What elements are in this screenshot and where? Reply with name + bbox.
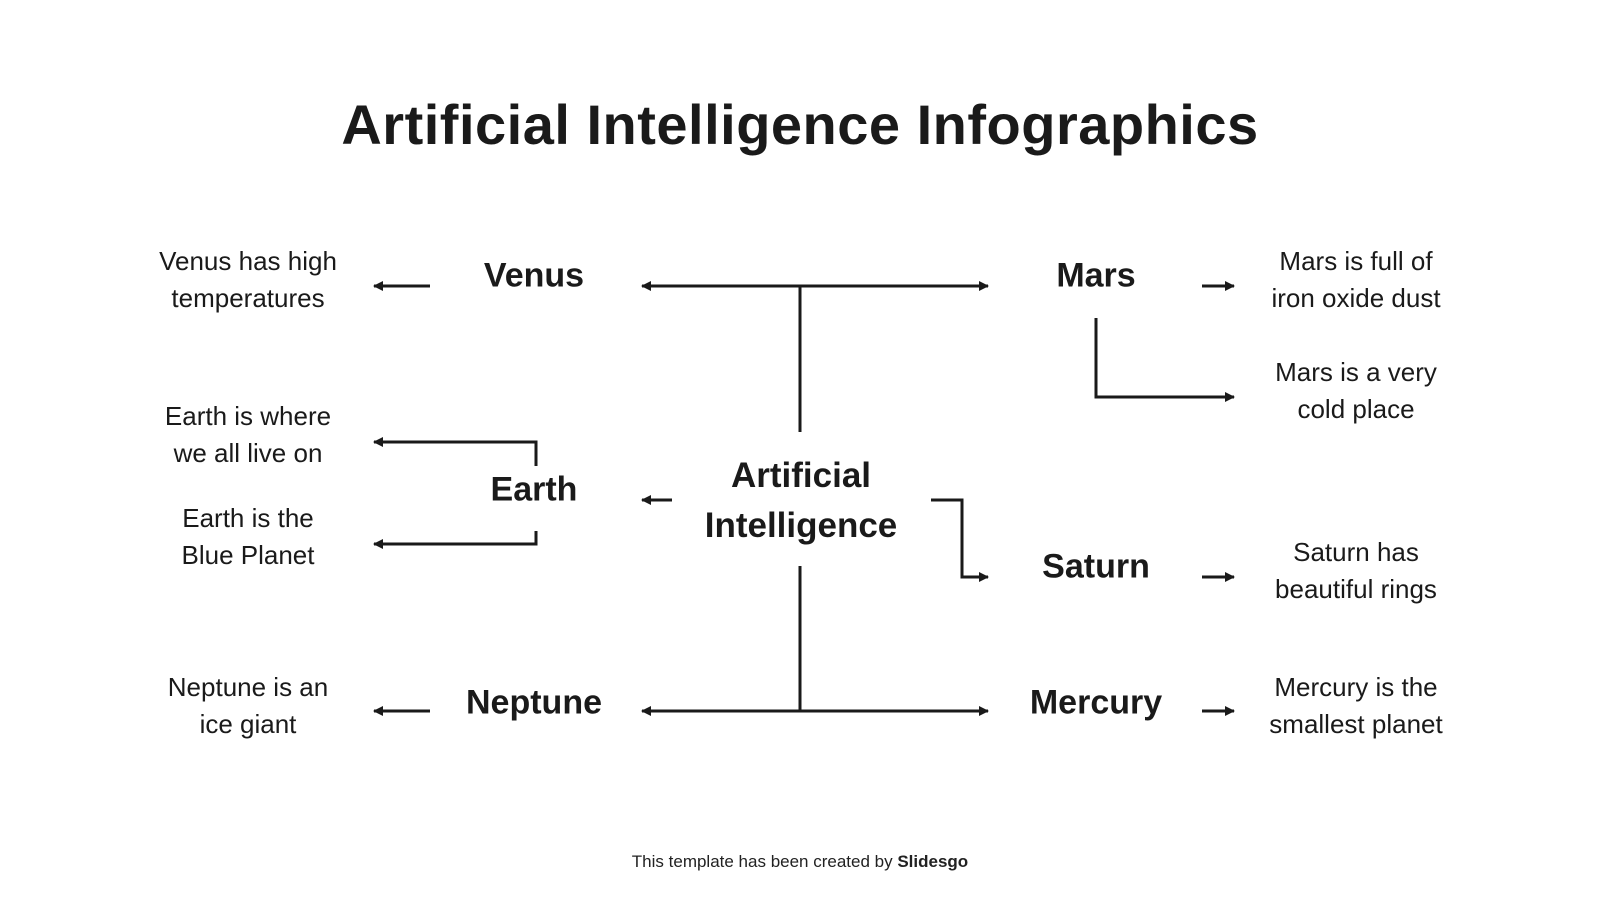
node-venus: Venus (483, 256, 585, 295)
footer-credit: This template has been created by Slides… (631, 852, 969, 871)
center-line-1: Artificial (730, 456, 872, 495)
arrow-mars-desc-2 (1094, 318, 1235, 402)
brand-name: Slidesgo (897, 852, 969, 871)
desc-venus: Venus has high temperatures (159, 246, 337, 313)
arrow-earth-desc-1 (373, 437, 538, 466)
node-saturn: Saturn (1042, 547, 1150, 586)
desc-earth-1: Earth is where we all live on (164, 401, 332, 468)
center-line-2: Intelligence (704, 506, 898, 545)
desc-mercury: Mercury is the smallest planet (1269, 672, 1443, 739)
center-node: Artificial Intelligence (705, 451, 898, 551)
node-neptune: Neptune (466, 683, 602, 722)
node-mercury: Mercury (1029, 683, 1163, 722)
node-mars: Mars (1056, 256, 1136, 295)
desc-saturn: Saturn has beautiful rings (1275, 537, 1437, 604)
node-earth: Earth (490, 470, 578, 509)
arrow-to-saturn (931, 498, 989, 582)
page-title: Artificial Intelligence Infographics (341, 93, 1259, 156)
desc-neptune: Neptune is an ice giant (167, 672, 329, 739)
desc-earth-2: Earth is the Blue Planet (181, 503, 315, 570)
desc-mars-1: Mars is full of iron oxide dust (1271, 246, 1441, 313)
arrow-earth-desc-2 (373, 531, 538, 549)
desc-mars-2: Mars is a very cold place (1275, 357, 1437, 424)
